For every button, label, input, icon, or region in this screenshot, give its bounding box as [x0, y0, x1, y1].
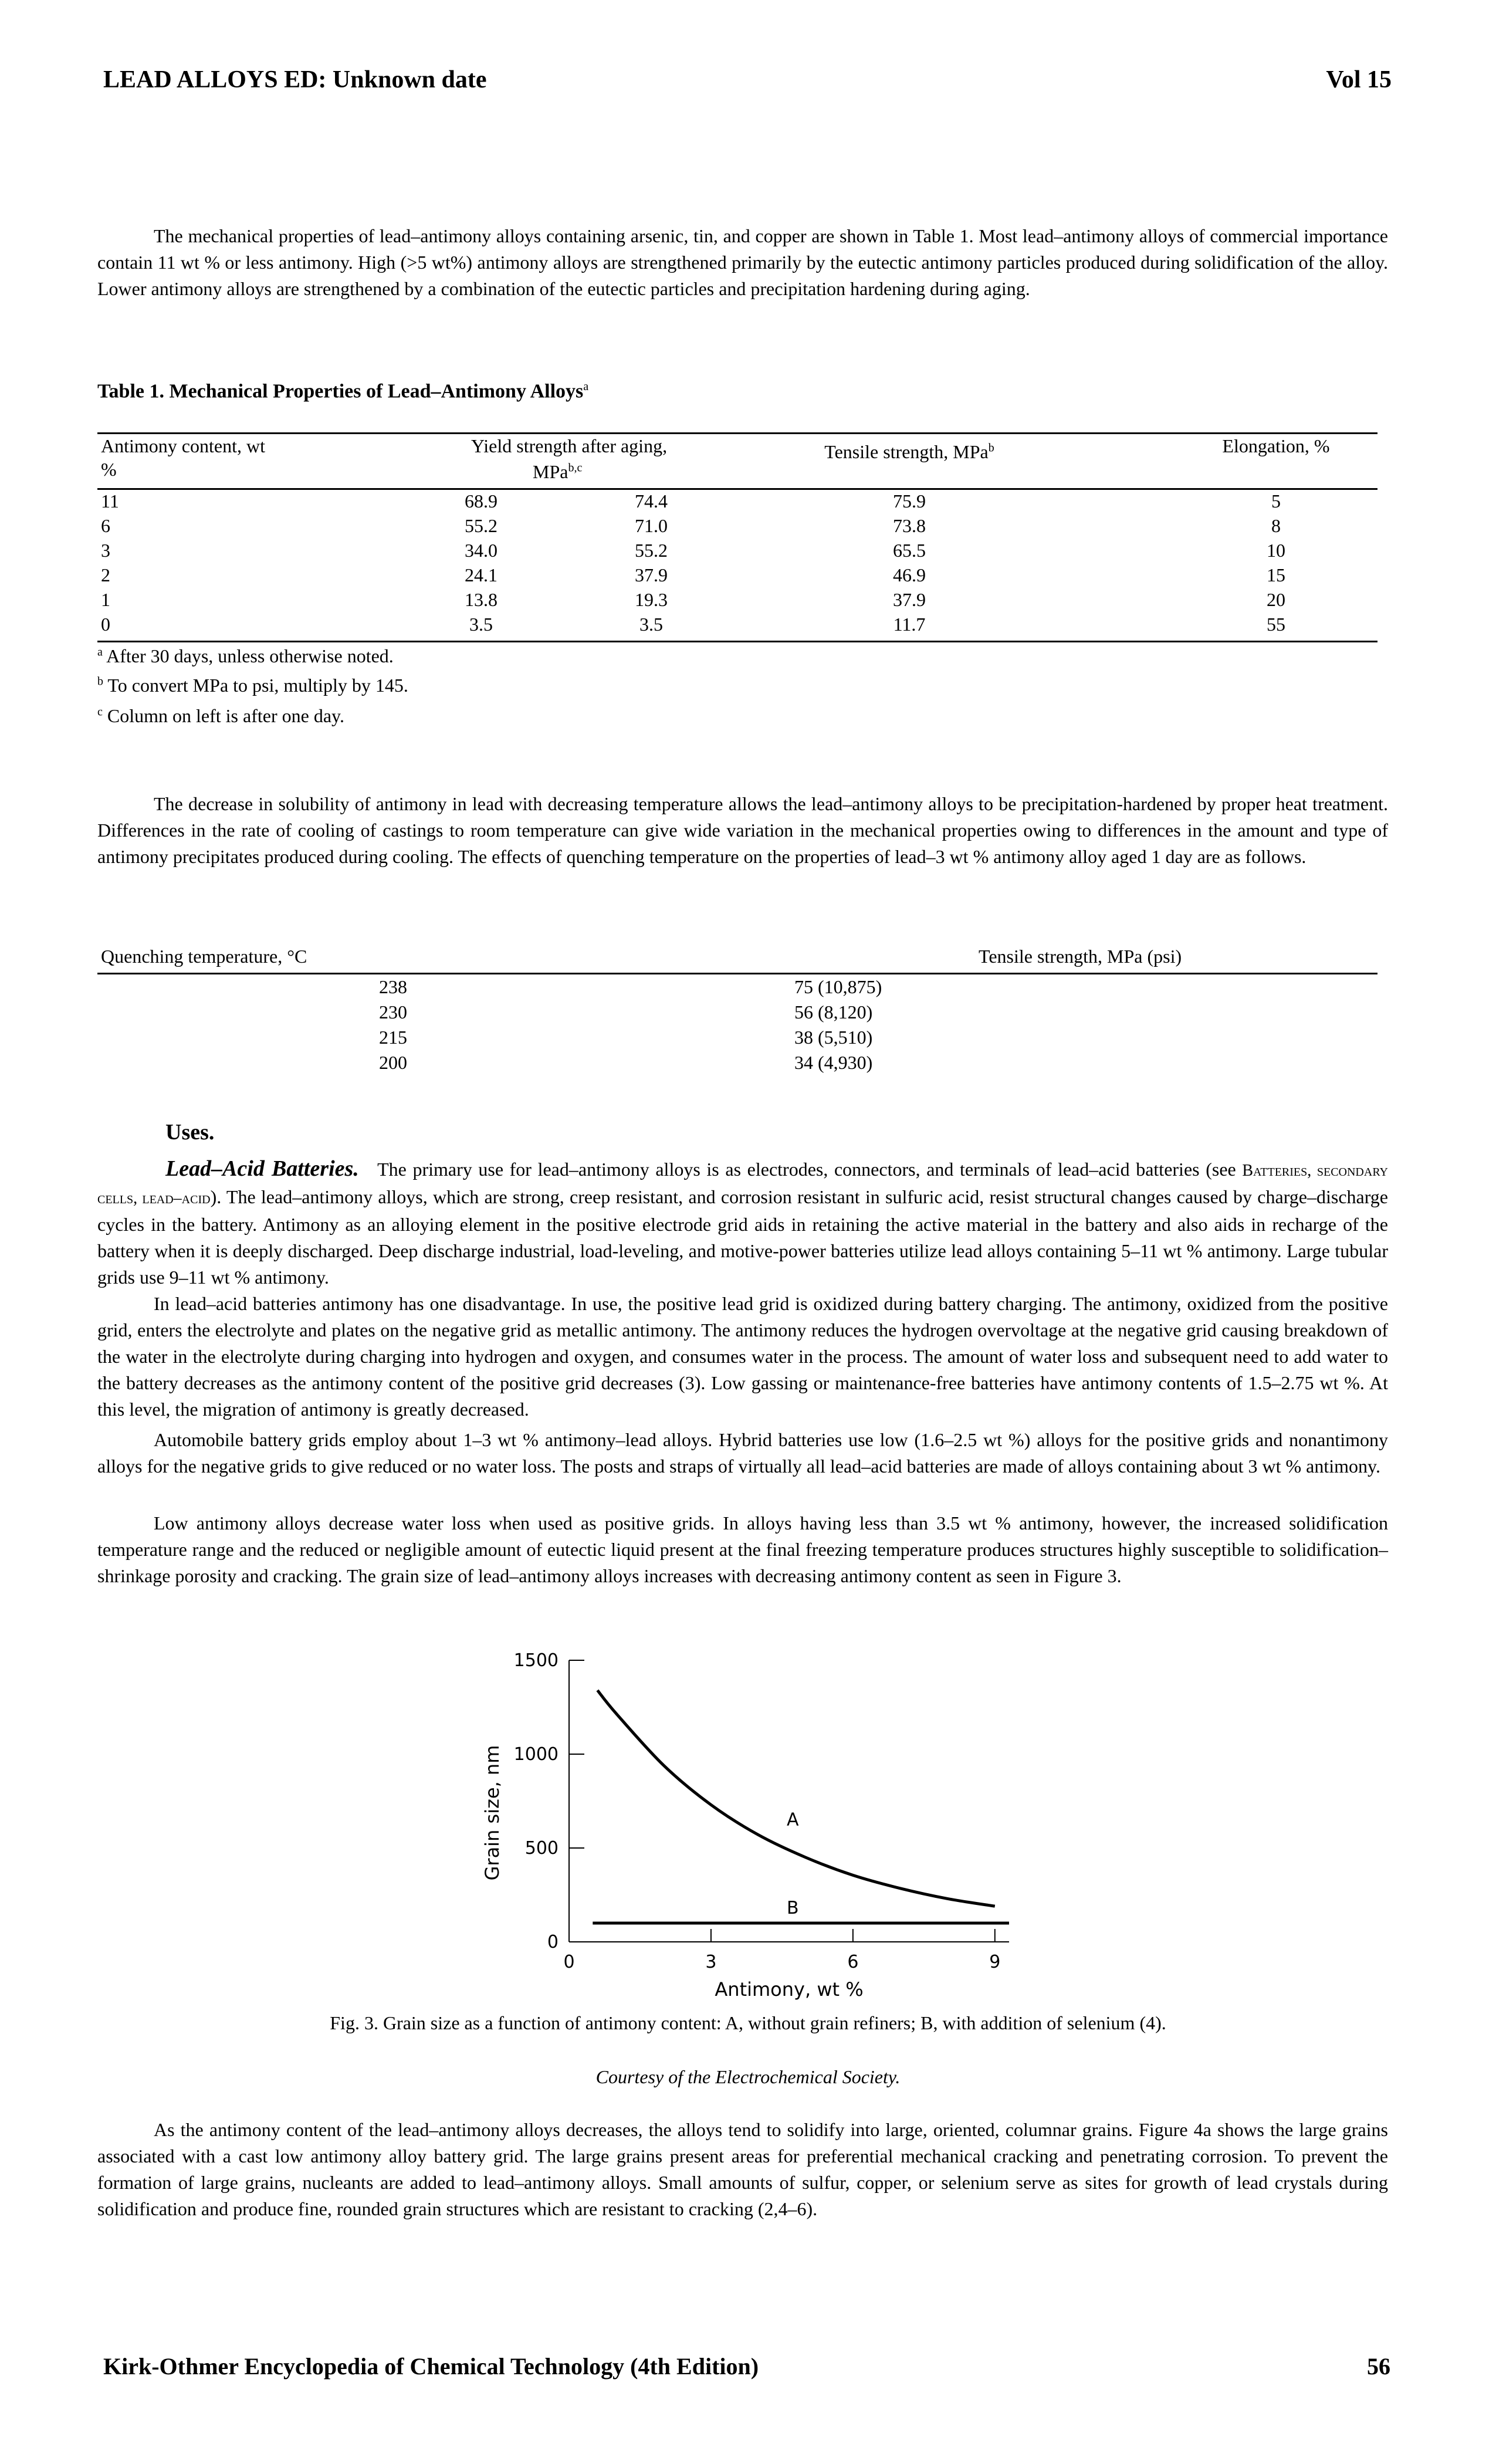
table-cell: 20	[1267, 589, 1285, 610]
table-cell: 3.5	[469, 614, 493, 635]
table-cell: 5	[1271, 490, 1281, 512]
x-tick-label: 3	[705, 1952, 716, 1972]
x-tick-label: 9	[989, 1952, 1000, 1972]
uses-paragraph-2: In lead–acid batteries antimony has one …	[97, 1293, 1388, 1420]
table-header-yield-unit: MPab,c	[533, 461, 583, 482]
table-cell: 11.7	[893, 614, 926, 635]
table-cell: 65.5	[893, 540, 926, 561]
footer-page-number: 56	[1367, 2353, 1390, 2380]
lead-acid-subheading: Lead–Acid Batteries.	[165, 1156, 359, 1181]
solubility-paragraph: The decrease in solubility of antimony i…	[97, 793, 1388, 867]
x-tick-label: 6	[847, 1952, 858, 1972]
quench-cell: 230	[379, 1001, 407, 1023]
table-header-tensile: Tensile strength, MPab	[824, 441, 994, 462]
quench-cell: 38 (5,510)	[794, 1027, 873, 1048]
table-cell: 6	[101, 515, 110, 536]
table-cell: 46.9	[893, 564, 926, 585]
table-footnote-b: b To convert MPa to psi, multiply by 145…	[97, 675, 408, 696]
table-header-rule	[97, 488, 1377, 490]
table-header-antimony: Antimony content, wt	[101, 435, 265, 456]
table-cell: 34.0	[465, 540, 497, 561]
figure-caption: Fig. 3. Grain size as a function of anti…	[330, 2012, 1166, 2033]
quench-header-tensile: Tensile strength, MPa (psi)	[979, 946, 1182, 967]
table-cell: 24.1	[465, 564, 497, 585]
table-cell: 3	[101, 540, 110, 561]
uses-paragraph-1: Lead–Acid Batteries. The primary use for…	[97, 1156, 1389, 1288]
table-cell: 73.8	[893, 515, 926, 536]
table-bottom-rule	[97, 641, 1377, 642]
table-cell: 71.0	[635, 515, 668, 536]
quench-cell: 34 (4,930)	[794, 1052, 873, 1073]
x-tick-label: 0	[563, 1952, 574, 1972]
intro-paragraph: The mechanical properties of lead–antimo…	[97, 225, 1388, 299]
quench-cell: 200	[379, 1052, 407, 1073]
running-header-title: LEAD ALLOYS ED: Unknown date	[103, 66, 487, 93]
table-cell: 8	[1271, 515, 1281, 536]
table-header-elongation: Elongation, %	[1222, 435, 1330, 456]
x-axis-label: Antimony, wt %	[715, 1978, 863, 2001]
quench-rule	[97, 973, 1377, 974]
grain-structure-paragraph: As the antimony content of the lead–anti…	[97, 2119, 1388, 2219]
y-tick-label: 1500	[514, 1650, 559, 1671]
table-cell: 55.2	[465, 515, 497, 536]
table-cell: 13.8	[465, 589, 497, 610]
table-cell: 15	[1267, 564, 1285, 585]
table-cell: 2	[101, 564, 110, 585]
table-cell: 55.2	[635, 540, 668, 561]
table-cell: 11	[101, 490, 119, 512]
quench-cell: 56 (8,120)	[794, 1001, 873, 1023]
uses-paragraph-4: Low antimony alloys decrease water loss …	[97, 1512, 1388, 1586]
y-tick-label: 0	[547, 1932, 559, 1952]
quench-cell: 75 (10,875)	[794, 976, 882, 997]
figure-courtesy: Courtesy of the Electrochemical Society.	[595, 2066, 901, 2087]
series-label-a: A	[787, 1810, 799, 1830]
table-top-rule	[97, 432, 1377, 434]
table-header-yield: Yield strength after aging,	[471, 435, 668, 456]
table-footnote-a: a After 30 days, unless otherwise noted.	[97, 645, 394, 666]
table-cell: 3.5	[639, 614, 663, 635]
table-cell: 37.9	[893, 589, 926, 610]
cross-reference-link[interactable]: Batteries, secondary cells, lead–acid	[97, 1162, 1389, 1207]
uses-heading: Uses.	[165, 1120, 215, 1145]
table-cell: 37.9	[635, 564, 668, 585]
table-cell: 1	[101, 589, 110, 610]
table-cell: 55	[1267, 614, 1285, 635]
y-axis-label: Grain size, nm	[481, 1745, 503, 1881]
table-footnote-c: c Column on left is after one day.	[97, 705, 344, 726]
quench-cell: 215	[379, 1027, 407, 1048]
table-cell: 19.3	[635, 589, 668, 610]
table-cell: 68.9	[465, 490, 497, 512]
series-line-a	[596, 1689, 996, 1908]
quench-cell: 238	[379, 976, 407, 997]
table-title: Table 1. Mechanical Properties of Lead–A…	[97, 380, 589, 402]
series-label-b: B	[787, 1898, 799, 1918]
table-cell: 0	[101, 614, 110, 635]
running-header-volume: Vol 15	[1326, 66, 1392, 93]
uses-paragraph-3: Automobile battery grids employ about 1–…	[97, 1429, 1388, 1477]
footer-source: Kirk-Othmer Encyclopedia of Chemical Tec…	[103, 2353, 759, 2380]
table-header-antimony-unit: %	[101, 459, 117, 480]
table-cell: 75.9	[893, 490, 926, 512]
y-tick-label: 500	[525, 1838, 559, 1859]
table-cell: 10	[1267, 540, 1285, 561]
quench-header-temperature: Quenching temperature, °C	[101, 946, 307, 967]
y-tick-label: 1000	[514, 1744, 559, 1765]
table-cell: 74.4	[635, 490, 668, 512]
